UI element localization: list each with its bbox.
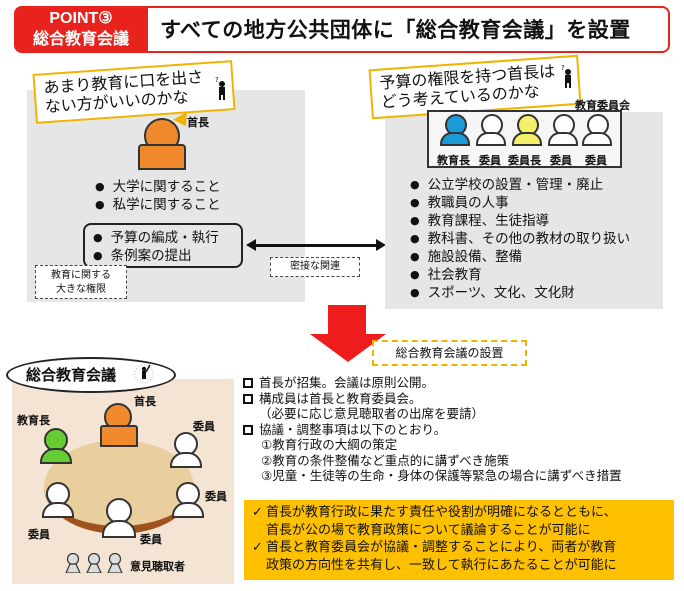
member-seat-label: 委員 [140, 533, 162, 546]
member-figure-icon [102, 498, 136, 538]
thinking-person-icon: ? [214, 76, 228, 104]
sub-item: ②教育の条件整備など重点的に講ずべき施策 [261, 452, 510, 468]
detail-text: 協議・調整事項は以下のとおり。 [259, 421, 447, 437]
list-item: 私学に関すること [95, 196, 221, 214]
outcome-text: 首長と教育委員会が協議・調整することにより、両者が教育 [266, 540, 617, 555]
mayor-seat-label: 首長 [134, 395, 156, 408]
member-label: 委員長 [508, 154, 541, 167]
budget-authority-box: 予算の編成・執行 条例案の提出 [83, 223, 243, 268]
list-item: 施設設備、整備 [410, 248, 630, 266]
observers-icon [64, 553, 124, 573]
conference-setup-label: 総合教育会議の設置 [372, 340, 527, 366]
list-item: 教育課程、生徒指導 [410, 212, 630, 230]
list-item: 大学に関すること [95, 178, 221, 196]
conference-details-list: 首長が招集。会議は原則公開。 構成員は首長と教育委員会。 （必要に応じ意見聴取者… [243, 375, 622, 484]
superintendent-seat-label: 教育長 [17, 414, 50, 427]
detail-text: 首長が招集。会議は原則公開。 [259, 375, 435, 390]
mayor-figure-icon [100, 403, 138, 447]
member-figure-icon [170, 432, 202, 468]
member-label: 委員 [550, 154, 572, 167]
list-item: 公立学校の設置・管理・廃止 [410, 176, 630, 194]
point-badge: POINT③ 総合教育会議 [14, 6, 148, 53]
chair-figure-icon [512, 114, 542, 148]
member-figure-icon [42, 482, 74, 518]
detail-text: 構成員は首長と教育委員会。 [259, 390, 422, 406]
outcome-text: 政策の方向性を共有し、一致して執行にあたることが可能に [266, 557, 617, 573]
thinking-person-icon: ? [560, 64, 574, 92]
member-figure-icon [476, 114, 506, 148]
square-bullet-icon [243, 393, 253, 404]
member-figure-icon [548, 114, 578, 148]
observers-label: 意見聴取者 [130, 560, 185, 573]
svg-text:?: ? [215, 76, 219, 84]
down-arrow-icon [328, 305, 366, 335]
member-figure-icon [582, 114, 612, 148]
speaker-clock-icon [134, 362, 154, 390]
check-icon: ✓ [252, 540, 263, 555]
detail-item: 構成員は首長と教育委員会。 [243, 391, 622, 407]
point-badge-number: POINT③ [49, 10, 113, 27]
conference-title-badge: 総合教育会議 [6, 357, 176, 393]
detail-item: 首長が招集。会議は原則公開。 [243, 375, 622, 391]
list-item: 教職員の人事 [410, 194, 630, 212]
outcome-text: 首長が公の場で教育政策について議論することが可能に [266, 522, 591, 538]
arrow-left-icon [246, 239, 256, 251]
member-label: 教育長 [437, 154, 470, 167]
list-item: 予算の編成・執行 [93, 229, 233, 247]
note-line1: 教育に関する [51, 270, 111, 281]
sub-item: ①教育行政の大綱の策定 [261, 437, 398, 452]
svg-text:?: ? [561, 64, 565, 72]
mayor-figure-icon [138, 118, 188, 170]
conference-title: 総合教育会議 [26, 366, 117, 384]
superintendent-figure-icon [40, 428, 72, 464]
list-item: スポーツ、文化、文化財 [410, 284, 630, 302]
detail-note: （必要に応じ意見聴取者の出席を要請） [259, 406, 485, 421]
member-figure-icon [172, 482, 204, 518]
superintendent-figure-icon [440, 114, 470, 148]
member-label: 委員 [585, 154, 607, 167]
mayor-authority-list: 大学に関すること 私学に関すること [95, 178, 221, 214]
list-item: 社会教育 [410, 266, 630, 284]
board-title: 教育委員会 [575, 99, 630, 112]
note-line2: 大きな権限 [56, 284, 106, 295]
member-label: 委員 [479, 154, 501, 167]
check-icon: ✓ [252, 505, 263, 520]
member-seat-label: 委員 [193, 420, 215, 433]
detail-item: 協議・調整事項は以下のとおり。 [243, 422, 622, 438]
sub-item: ③児童・生徒等の生命・身体の保護等緊急の場合に講ずべき措置 [261, 468, 622, 483]
member-seat-label: 委員 [205, 490, 227, 503]
member-seat-label: 委員 [28, 528, 50, 541]
mayor-label: 首長 [187, 116, 209, 129]
major-power-note: 教育に関する 大きな権限 [35, 265, 127, 299]
outcomes-box: ✓首長が教育行政に果たす責任や役割が明確になるとともに、 首長が公の場で教育政策… [244, 500, 674, 580]
outcome-item: ✓首長と教育委員会が協議・調整することにより、両者が教育 [252, 539, 666, 557]
page-title: すべての地方公共団体に「総合教育会議」を設置 [160, 18, 631, 42]
arrow-right-icon [376, 239, 386, 251]
close-relation-label: 密接な関連 [270, 257, 360, 277]
board-authority-list: 公立学校の設置・管理・廃止 教職員の人事 教育課程、生徒指導 教科書、その他の教… [410, 176, 631, 302]
list-item: 条例案の提出 [93, 247, 233, 265]
double-arrow-line [252, 244, 380, 247]
list-item: 教科書、その他の教材の取り扱い [410, 230, 631, 248]
square-bullet-icon [243, 378, 253, 388]
point-badge-topic: 総合教育会議 [32, 29, 129, 48]
square-bullet-icon [243, 424, 253, 435]
outcome-item: ✓首長が教育行政に果たす責任や役割が明確になるとともに、 [252, 504, 666, 522]
outcome-text: 首長が教育行政に果たす責任や役割が明確になるとともに、 [266, 505, 617, 520]
